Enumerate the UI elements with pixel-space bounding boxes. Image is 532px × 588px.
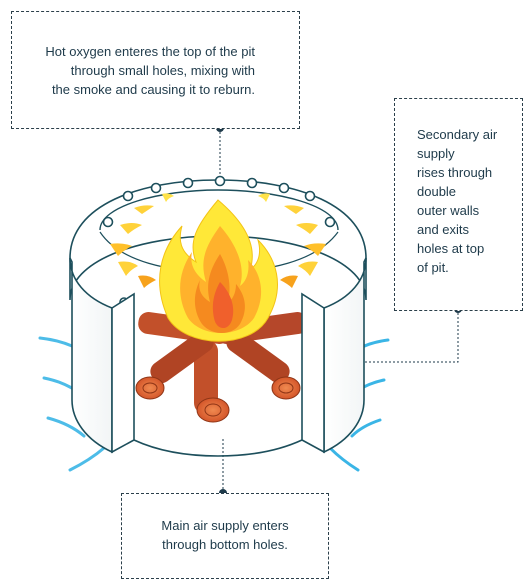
pit-front-walls [69,257,367,457]
right-callout-line-4: double [417,184,457,199]
right-callout-line-2: supply [417,146,455,161]
right-callout-line-7: holes at top [417,241,485,256]
right-callout-line-1: Secondary air [417,127,498,142]
top-callout-line-1: Hot oxygen enteres the top of the pit [45,44,255,59]
top-callout-line-2: through small holes, mixing with [70,63,255,78]
top-air-callout: Hot oxygen enteres the top of the pit th… [11,11,300,129]
main-air-callout: Main air supply enters through bottom ho… [121,493,329,579]
bottom-callout-line-1: Main air supply enters [161,518,289,533]
bottom-callout-line-2: through bottom holes. [162,537,288,552]
campfire-flame [159,199,278,342]
hot-air-jets [110,193,326,288]
right-callout-line-6: and exits [417,222,470,237]
top-callout-line-3: the smoke and causing it to reburn. [51,82,255,97]
right-callout-line-8: of pit. [417,260,449,275]
right-callout-line-5: outer walls [417,203,480,218]
right-callout-line-3: rises through [417,165,493,180]
right-air-streaks [328,338,390,472]
secondary-air-callout: Secondary air supply rises through doubl… [394,98,523,311]
top-vent-holes [102,175,336,307]
